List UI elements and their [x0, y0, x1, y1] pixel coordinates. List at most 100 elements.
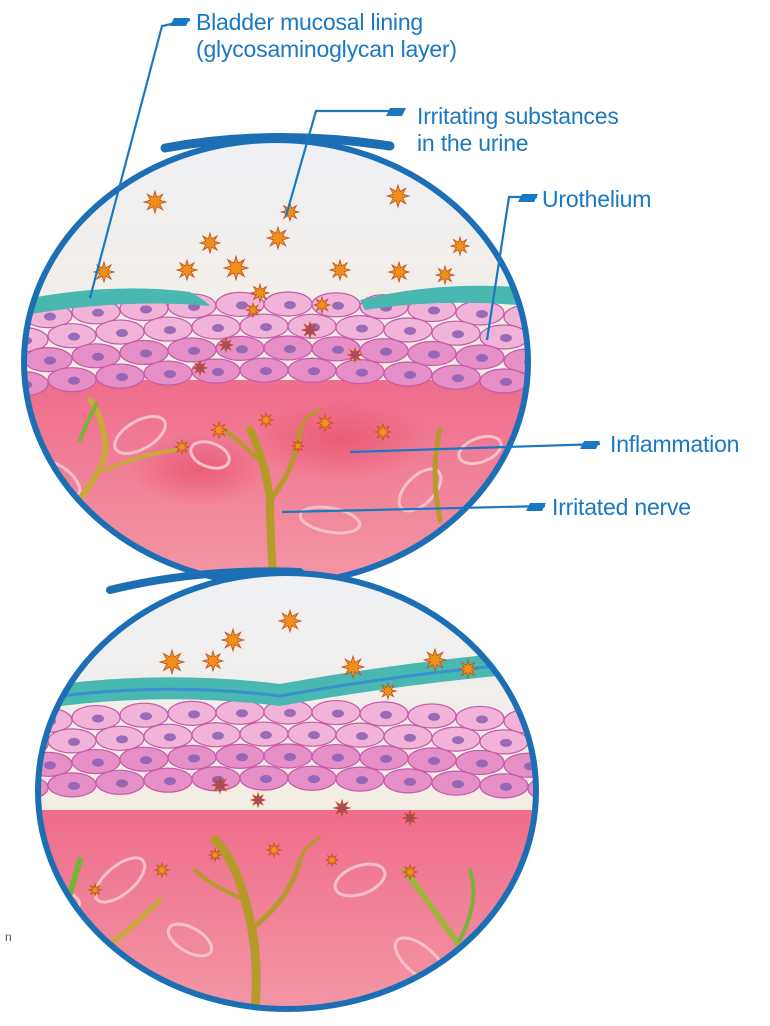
irritant-particle: [89, 884, 101, 896]
cell-nucleus: [44, 357, 56, 365]
cell-nucleus: [500, 739, 512, 747]
epithelial-cell: [576, 377, 624, 401]
cell-nucleus: [164, 733, 176, 741]
cell-nucleus: [452, 780, 464, 788]
cell-nucleus: [404, 734, 416, 742]
cell-nucleus: [404, 327, 416, 335]
cell-nucleus: [332, 754, 344, 762]
cell-nucleus: [0, 317, 8, 325]
irritant-particle: [380, 683, 396, 699]
irritant-particle: [222, 629, 244, 651]
irritant-particle: [224, 256, 248, 280]
cell-nucleus: [92, 309, 104, 317]
cell-nucleus: [548, 786, 560, 794]
cell-nucleus: [92, 715, 104, 723]
cell-nucleus: [548, 382, 560, 390]
cell-nucleus: [596, 342, 608, 350]
irritant-particle: [219, 338, 233, 352]
cell-nucleus: [380, 711, 392, 719]
cell-nucleus: [68, 738, 80, 746]
irritant-particle: [267, 843, 281, 857]
cell-nucleus: [20, 785, 32, 793]
irritant-particle: [314, 297, 330, 313]
irritant-particle: [211, 422, 227, 438]
mucosal-lining-label: Bladder mucosal lining (glycosaminoglyca…: [196, 9, 457, 63]
cell-nucleus: [452, 330, 464, 338]
cell-nucleus: [44, 313, 56, 321]
irritant-particle: [246, 303, 260, 317]
inflammation-label: Inflammation: [610, 431, 739, 458]
irritant-particle: [424, 649, 446, 671]
cell-nucleus: [92, 353, 104, 361]
cell-nucleus: [260, 323, 272, 331]
irritant-particle: [144, 191, 166, 213]
cell-nucleus: [212, 324, 224, 332]
cell-nucleus: [236, 301, 248, 309]
irritant-particle: [175, 440, 189, 454]
irritant-particle: [317, 415, 333, 431]
cell-nucleus: [548, 338, 560, 346]
cell-nucleus: [332, 302, 344, 310]
cell-nucleus: [596, 745, 608, 753]
irritant-particle: [251, 284, 269, 302]
epithelial-cell: [0, 308, 24, 332]
cell-nucleus: [332, 346, 344, 354]
cell-nucleus: [20, 741, 32, 749]
cell-nucleus: [572, 318, 584, 326]
irritant-particle: [330, 260, 350, 280]
epithelial-cell: [528, 373, 576, 397]
cell-nucleus: [308, 367, 320, 375]
cell-nucleus: [308, 775, 320, 783]
cell-nucleus: [356, 325, 368, 333]
cell-nucleus: [188, 754, 200, 762]
cell-nucleus: [596, 386, 608, 394]
irritant-particle: [155, 863, 169, 877]
cell-nucleus: [404, 778, 416, 786]
irritant-particle: [267, 227, 289, 249]
intact-lining-panel: [0, 560, 624, 1026]
irritated-nerve-label: Irritated nerve: [552, 494, 691, 521]
irritant-particle: [212, 777, 228, 793]
cell-nucleus: [596, 789, 608, 797]
epithelial-cell: [0, 352, 24, 376]
irritant-particle: [403, 865, 417, 879]
cell-nucleus: [164, 370, 176, 378]
cell-nucleus: [260, 775, 272, 783]
cell-nucleus: [236, 753, 248, 761]
irritant-particle: [348, 348, 362, 362]
cell-nucleus: [428, 350, 440, 358]
epithelial-cell: [528, 329, 576, 353]
cell-nucleus: [116, 779, 128, 787]
irritant-particle: [203, 651, 223, 671]
irritant-particle: [251, 793, 265, 807]
cell-nucleus: [0, 764, 8, 772]
irritant-particle: [193, 361, 207, 375]
irritant-particle: [403, 811, 417, 825]
cell-nucleus: [188, 710, 200, 718]
cell-nucleus: [188, 347, 200, 355]
mucosal-lining-label-line2: (glycosaminoglycan layer): [196, 36, 457, 63]
cell-nucleus: [68, 782, 80, 790]
irritant-particle: [375, 424, 391, 440]
irritant-particle: [342, 656, 364, 678]
cell-nucleus: [140, 305, 152, 313]
epithelial-cell: [576, 736, 624, 760]
epithelial-cell: [576, 333, 624, 357]
cell-nucleus: [572, 362, 584, 370]
irritant-particle: [326, 854, 338, 866]
cell-nucleus: [284, 753, 296, 761]
irritant-particle: [209, 849, 221, 861]
irritants-label: Irritating substances in the urine: [417, 103, 619, 157]
irritant-particle: [436, 266, 454, 284]
epithelial-cell: [0, 711, 24, 735]
cell-nucleus: [356, 369, 368, 377]
cell-nucleus: [308, 731, 320, 739]
cell-nucleus: [260, 367, 272, 375]
cell-nucleus: [452, 374, 464, 382]
cell-nucleus: [212, 368, 224, 376]
cell-nucleus: [572, 721, 584, 729]
epithelial-cell: [552, 353, 600, 377]
cell-nucleus: [332, 710, 344, 718]
epithelial-cell: [0, 755, 24, 779]
cell-nucleus: [140, 756, 152, 764]
